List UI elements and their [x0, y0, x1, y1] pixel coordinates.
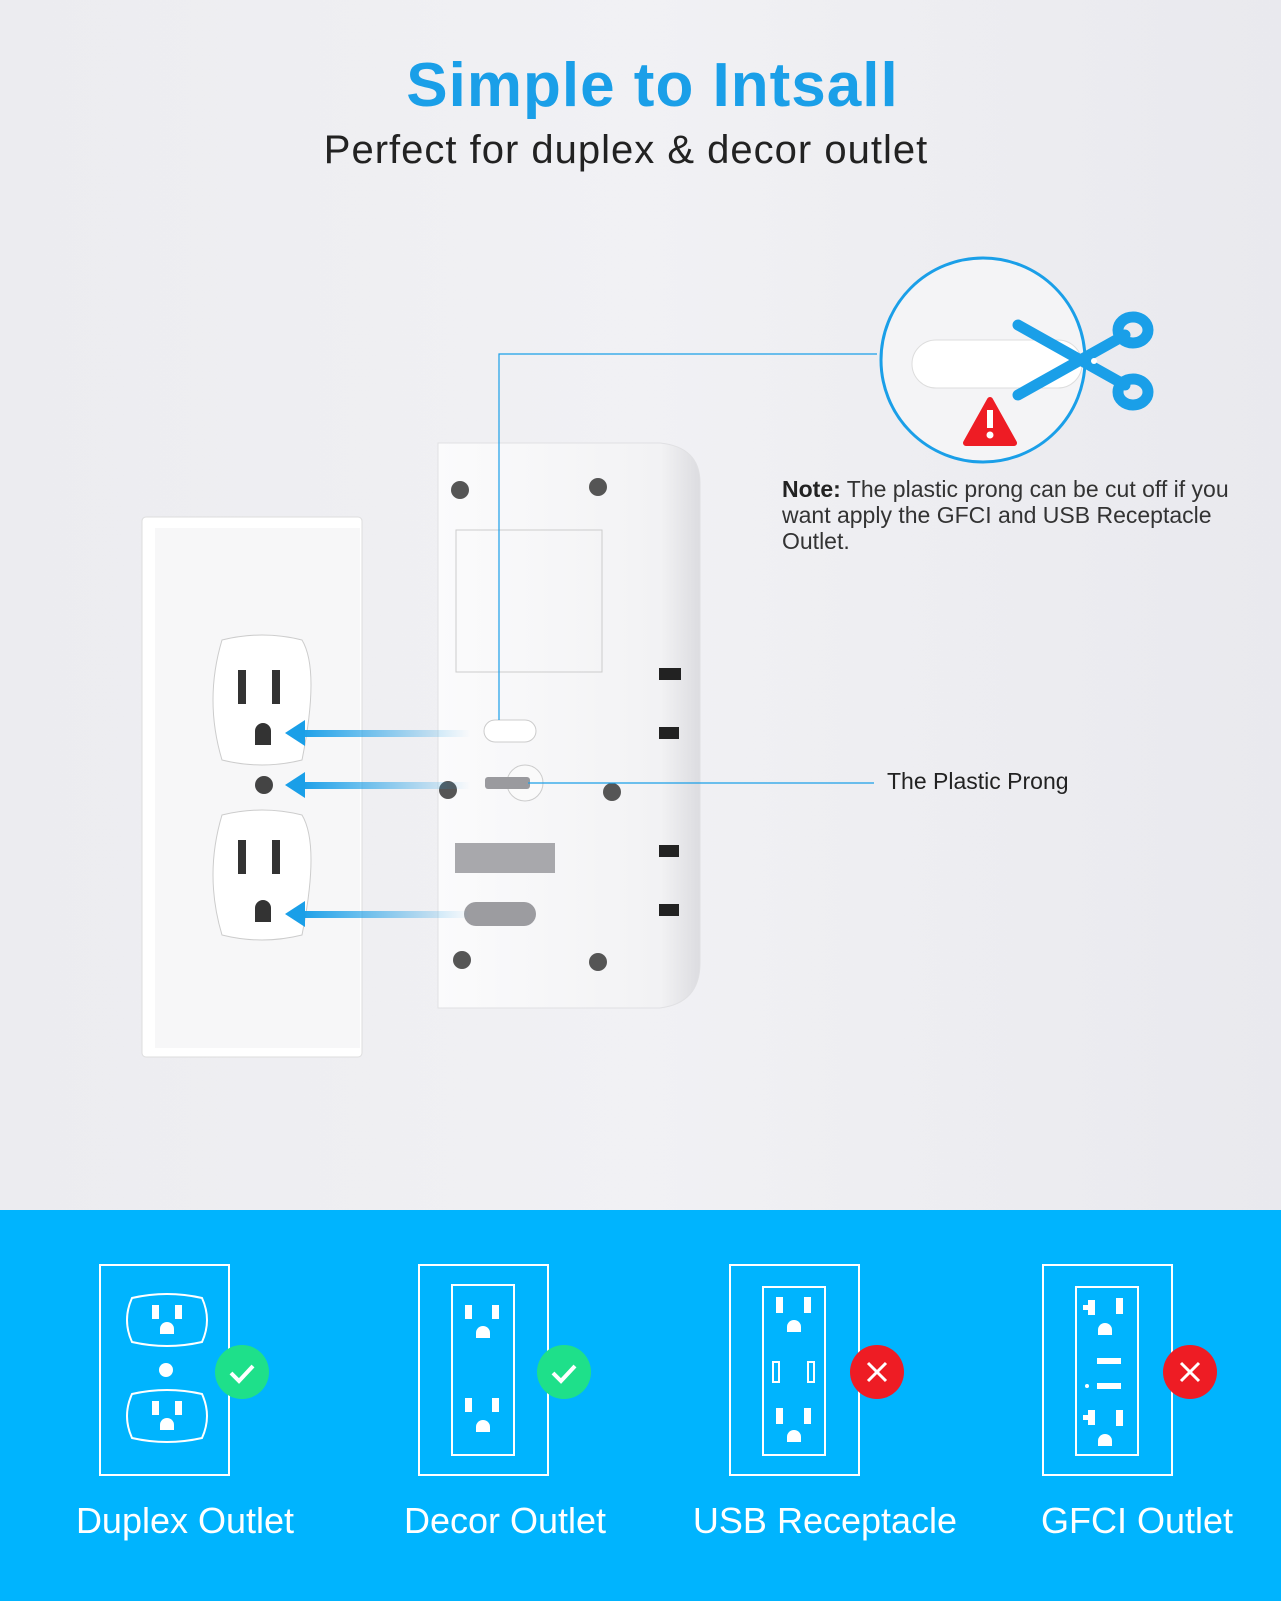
check-badge-icon	[537, 1345, 591, 1399]
note-label: Note:	[782, 476, 841, 502]
outlet-top	[212, 634, 312, 766]
usb-receptacle-icon	[729, 1264, 904, 1476]
warning-icon	[963, 397, 1017, 446]
decor-outlet-icon	[418, 1264, 591, 1476]
compat-label: USB Receptacle	[692, 1500, 958, 1541]
compat-usb: USB Receptacle	[665, 1210, 985, 1601]
compatibility-band: Duplex Outlet Decor Outlet USB Receptacl…	[0, 1210, 1281, 1601]
screw	[485, 777, 530, 789]
outlet-bottom	[212, 809, 312, 941]
check-badge-icon	[215, 1345, 269, 1399]
cross-badge-icon	[1163, 1345, 1217, 1399]
cross-badge-icon	[850, 1345, 904, 1399]
compat-decor: Decor Outlet	[345, 1210, 665, 1601]
blade-prongs	[455, 843, 555, 873]
note-leader-line	[498, 353, 877, 720]
product-illustration	[141, 256, 1154, 1058]
insertion-arrows	[285, 720, 470, 927]
cut-detail-magnifier	[879, 256, 1154, 464]
compat-label: Decor Outlet	[403, 1500, 607, 1541]
note-text: Note: The plastic prong can be cut off i…	[782, 476, 1252, 554]
plastic-prong	[483, 719, 537, 743]
note-body: The plastic prong can be cut off if you …	[782, 476, 1229, 554]
outlet-extender-adapter	[437, 442, 701, 1009]
ground-prong	[464, 902, 536, 926]
compat-gfci: GFCI Outlet	[977, 1210, 1281, 1601]
page-subtitle: Perfect for duplex & decor outlet	[323, 128, 929, 172]
compat-label: GFCI Outlet	[1040, 1500, 1234, 1541]
gfci-outlet-icon	[1042, 1264, 1217, 1476]
page-title: Simple to Intsall	[406, 51, 899, 120]
compat-label: Duplex Outlet	[75, 1500, 295, 1541]
duplex-outlet-icon	[99, 1264, 269, 1476]
prong-label: The Plastic Prong	[887, 768, 1069, 794]
scissors-icon	[1012, 311, 1154, 411]
compat-duplex: Duplex Outlet	[25, 1210, 345, 1601]
